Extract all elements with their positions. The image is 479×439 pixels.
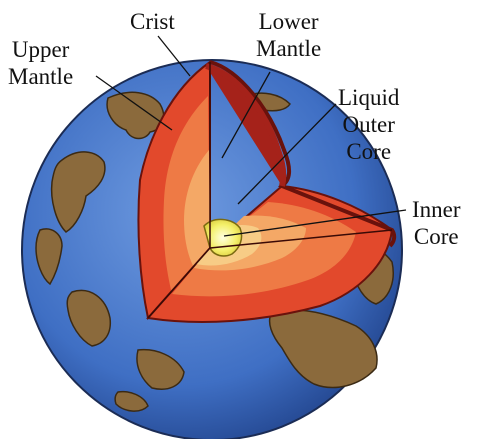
label-upper-mantle: Upper Mantle bbox=[8, 36, 73, 90]
label-lower-mantle-line1: Lower bbox=[256, 8, 321, 35]
label-inner-core: Inner Core bbox=[412, 196, 461, 250]
label-crist: Crist bbox=[130, 8, 175, 35]
label-upper-mantle-line1: Upper bbox=[8, 36, 73, 63]
label-inner-core-line2: Core bbox=[412, 223, 461, 250]
label-upper-mantle-line2: Mantle bbox=[8, 63, 73, 90]
label-inner-core-line1: Inner bbox=[412, 196, 461, 223]
label-lower-mantle-line2: Mantle bbox=[256, 35, 321, 62]
label-liquid-outer-core-line3: Core bbox=[338, 138, 399, 165]
label-liquid-outer-core: Liquid Outer Core bbox=[338, 84, 399, 165]
label-lower-mantle: Lower Mantle bbox=[256, 8, 321, 62]
label-liquid-outer-core-line1: Liquid bbox=[338, 84, 399, 111]
label-liquid-outer-core-line2: Outer bbox=[338, 111, 399, 138]
